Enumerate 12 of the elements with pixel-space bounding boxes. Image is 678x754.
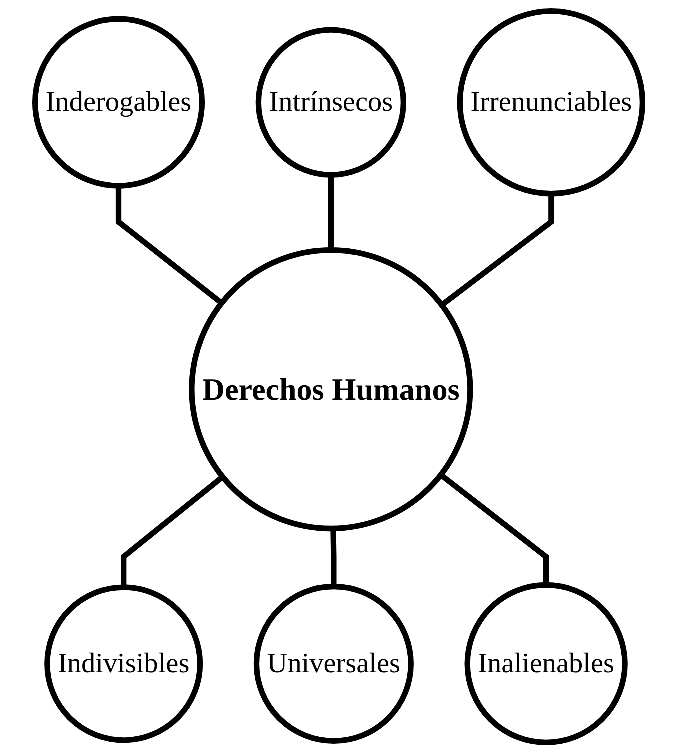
- connector: [116, 186, 224, 306]
- node-circle: Indivisibles: [44, 584, 204, 744]
- node-circle: Irrenunciables: [457, 8, 646, 197]
- node-circle: Inalienables: [464, 582, 628, 746]
- node-circle: Inderogables: [32, 16, 206, 189]
- node-circle: Universales: [254, 584, 414, 744]
- connector: [440, 194, 554, 308]
- node-circle: Intrínsecos: [256, 27, 406, 178]
- connector: [330, 528, 337, 587]
- connector: [439, 472, 550, 586]
- node-circle: Derechos Humanos: [189, 247, 474, 532]
- connector: [328, 175, 334, 250]
